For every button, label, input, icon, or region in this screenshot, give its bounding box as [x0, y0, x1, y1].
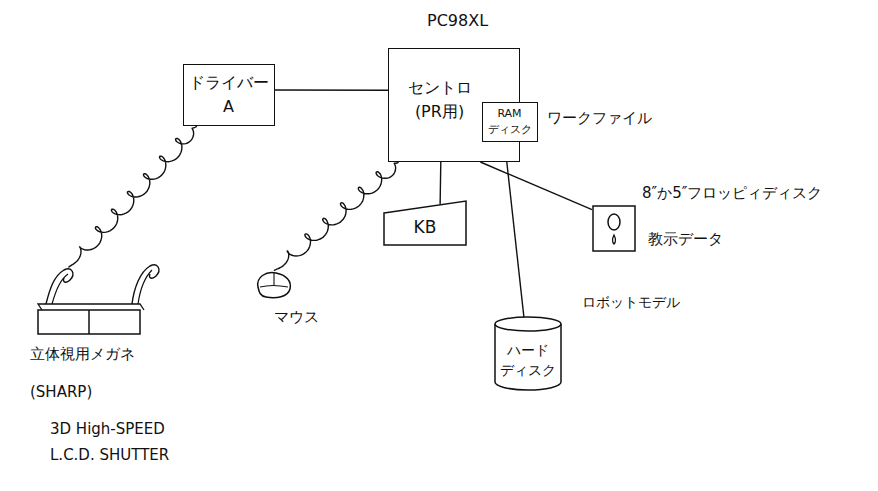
cable-connector	[69, 126, 197, 267]
model-label: L.C.D. SHUTTER	[50, 446, 169, 466]
floppy-drive-outline	[592, 205, 636, 252]
shutter-glasses-outline	[28, 258, 163, 336]
node-text: ハード ディスク	[500, 340, 556, 381]
node-caption: PC98XL	[427, 9, 488, 32]
ram-disk-box: RAM ディスク	[482, 102, 538, 142]
node-caption: マウス	[274, 307, 319, 329]
mouse-device-outline	[252, 265, 296, 303]
floppy-drive: 8″か5″フロッピィディスク教示データ	[592, 205, 636, 252]
cable-connector	[274, 162, 399, 271]
node-text: セントロ (PR用)	[408, 76, 472, 122]
connector-line	[480, 162, 592, 210]
node-text: RAM ディスク	[488, 106, 532, 138]
node-caption: ロボットモデル	[582, 292, 680, 312]
node-caption: 教示データ	[648, 229, 723, 251]
computer-box: PC98XLセントロ (PR用)RAM ディスク	[388, 48, 520, 162]
model-label: 3D High-SPEED	[50, 420, 165, 440]
connector-line	[439, 162, 441, 205]
maker-label: (SHARP)	[30, 383, 92, 403]
node-caption: 8″か5″フロッピィディスク	[642, 183, 822, 205]
keyboard-box: KB	[383, 200, 467, 246]
node-text: ドライバー A	[189, 71, 269, 117]
connector-line	[275, 89, 388, 91]
node-text: KB	[414, 215, 437, 240]
driver-box: ドライバー A	[183, 64, 275, 126]
shutter-glasses: 立体視用メガネ	[28, 258, 163, 336]
node-caption: 立体視用メガネ	[30, 344, 135, 366]
connector-line	[507, 162, 525, 323]
mouse-device: マウス	[252, 265, 296, 303]
hard-disk-cylinder: ハード ディスクロボットモデル	[494, 316, 562, 390]
work-file-label: ワークファイル	[547, 109, 652, 129]
